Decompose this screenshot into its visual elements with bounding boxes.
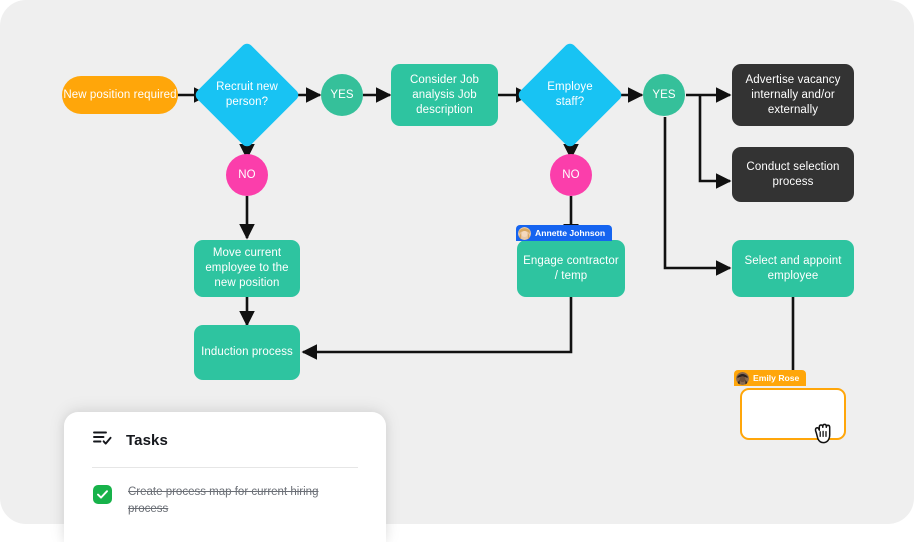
node-yes-employe[interactable]: YES bbox=[643, 74, 685, 116]
divider bbox=[92, 467, 358, 468]
node-induction-process[interactable]: Induction process bbox=[194, 325, 300, 380]
node-label: Engage contractor / temp bbox=[523, 254, 619, 282]
collaborator-tag-emily-rose: Emily Rose bbox=[734, 370, 807, 386]
node-conduct-selection[interactable]: Conduct selection process bbox=[732, 147, 854, 202]
tasks-panel-title: Tasks bbox=[126, 432, 168, 449]
node-consider-job-analysis[interactable]: Consider Job analysis Job description bbox=[391, 64, 498, 126]
node-label: YES bbox=[652, 88, 676, 101]
node-label: YES bbox=[330, 88, 354, 101]
node-advertise-vacancy[interactable]: Advertise vacancy internally and/or exte… bbox=[732, 64, 854, 126]
task-list-item[interactable]: Create process map for current hiring pr… bbox=[64, 468, 386, 518]
node-move-current-employee[interactable]: Move current employee to the new positio… bbox=[194, 240, 300, 297]
node-new-position[interactable]: New position required bbox=[62, 76, 178, 114]
node-no-employe[interactable]: NO bbox=[550, 154, 592, 196]
grab-hand-cursor-icon bbox=[812, 420, 836, 446]
collaborator-name: Annette Johnson bbox=[535, 228, 606, 238]
node-no-recruit[interactable]: NO bbox=[226, 154, 268, 196]
node-select-and-appoint[interactable]: Select and appoint employee bbox=[732, 240, 854, 297]
task-checkbox-checked[interactable] bbox=[93, 485, 112, 504]
node-label: Select and appoint employee bbox=[744, 254, 842, 282]
node-label: New position required bbox=[63, 88, 177, 101]
collaborator-name: Emily Rose bbox=[753, 373, 800, 383]
node-label: Recruit new person? bbox=[216, 81, 278, 108]
node-label: Conduct selection process bbox=[746, 160, 840, 188]
tasks-panel[interactable]: Tasks Create process map for current hir… bbox=[64, 412, 386, 542]
node-yes-recruit[interactable]: YES bbox=[321, 74, 363, 116]
avatar bbox=[518, 226, 531, 240]
collaborator-tag-annette-johnson: Annette Johnson bbox=[516, 225, 613, 241]
node-label: Move current employee to the new positio… bbox=[205, 247, 289, 289]
node-recruit-new-person[interactable]: Recruit new person? bbox=[193, 41, 301, 149]
screen-root: New position required Recruit new person… bbox=[0, 0, 914, 524]
node-label: Induction process bbox=[201, 346, 293, 358]
tasks-panel-header: Tasks bbox=[64, 412, 386, 451]
node-label: NO bbox=[562, 168, 580, 181]
avatar bbox=[736, 371, 749, 385]
checklist-icon bbox=[93, 430, 112, 451]
node-label: Consider Job analysis Job description bbox=[410, 73, 479, 116]
node-engage-contractor[interactable]: Engage contractor / temp bbox=[517, 240, 625, 297]
node-label: Employe staff? bbox=[547, 81, 593, 108]
node-employe-staff[interactable]: Employe staff? bbox=[516, 41, 624, 149]
node-label: NO bbox=[238, 168, 256, 181]
task-label: Create process map for current hiring pr… bbox=[128, 486, 319, 515]
node-label: Advertise vacancy internally and/or exte… bbox=[745, 73, 841, 116]
